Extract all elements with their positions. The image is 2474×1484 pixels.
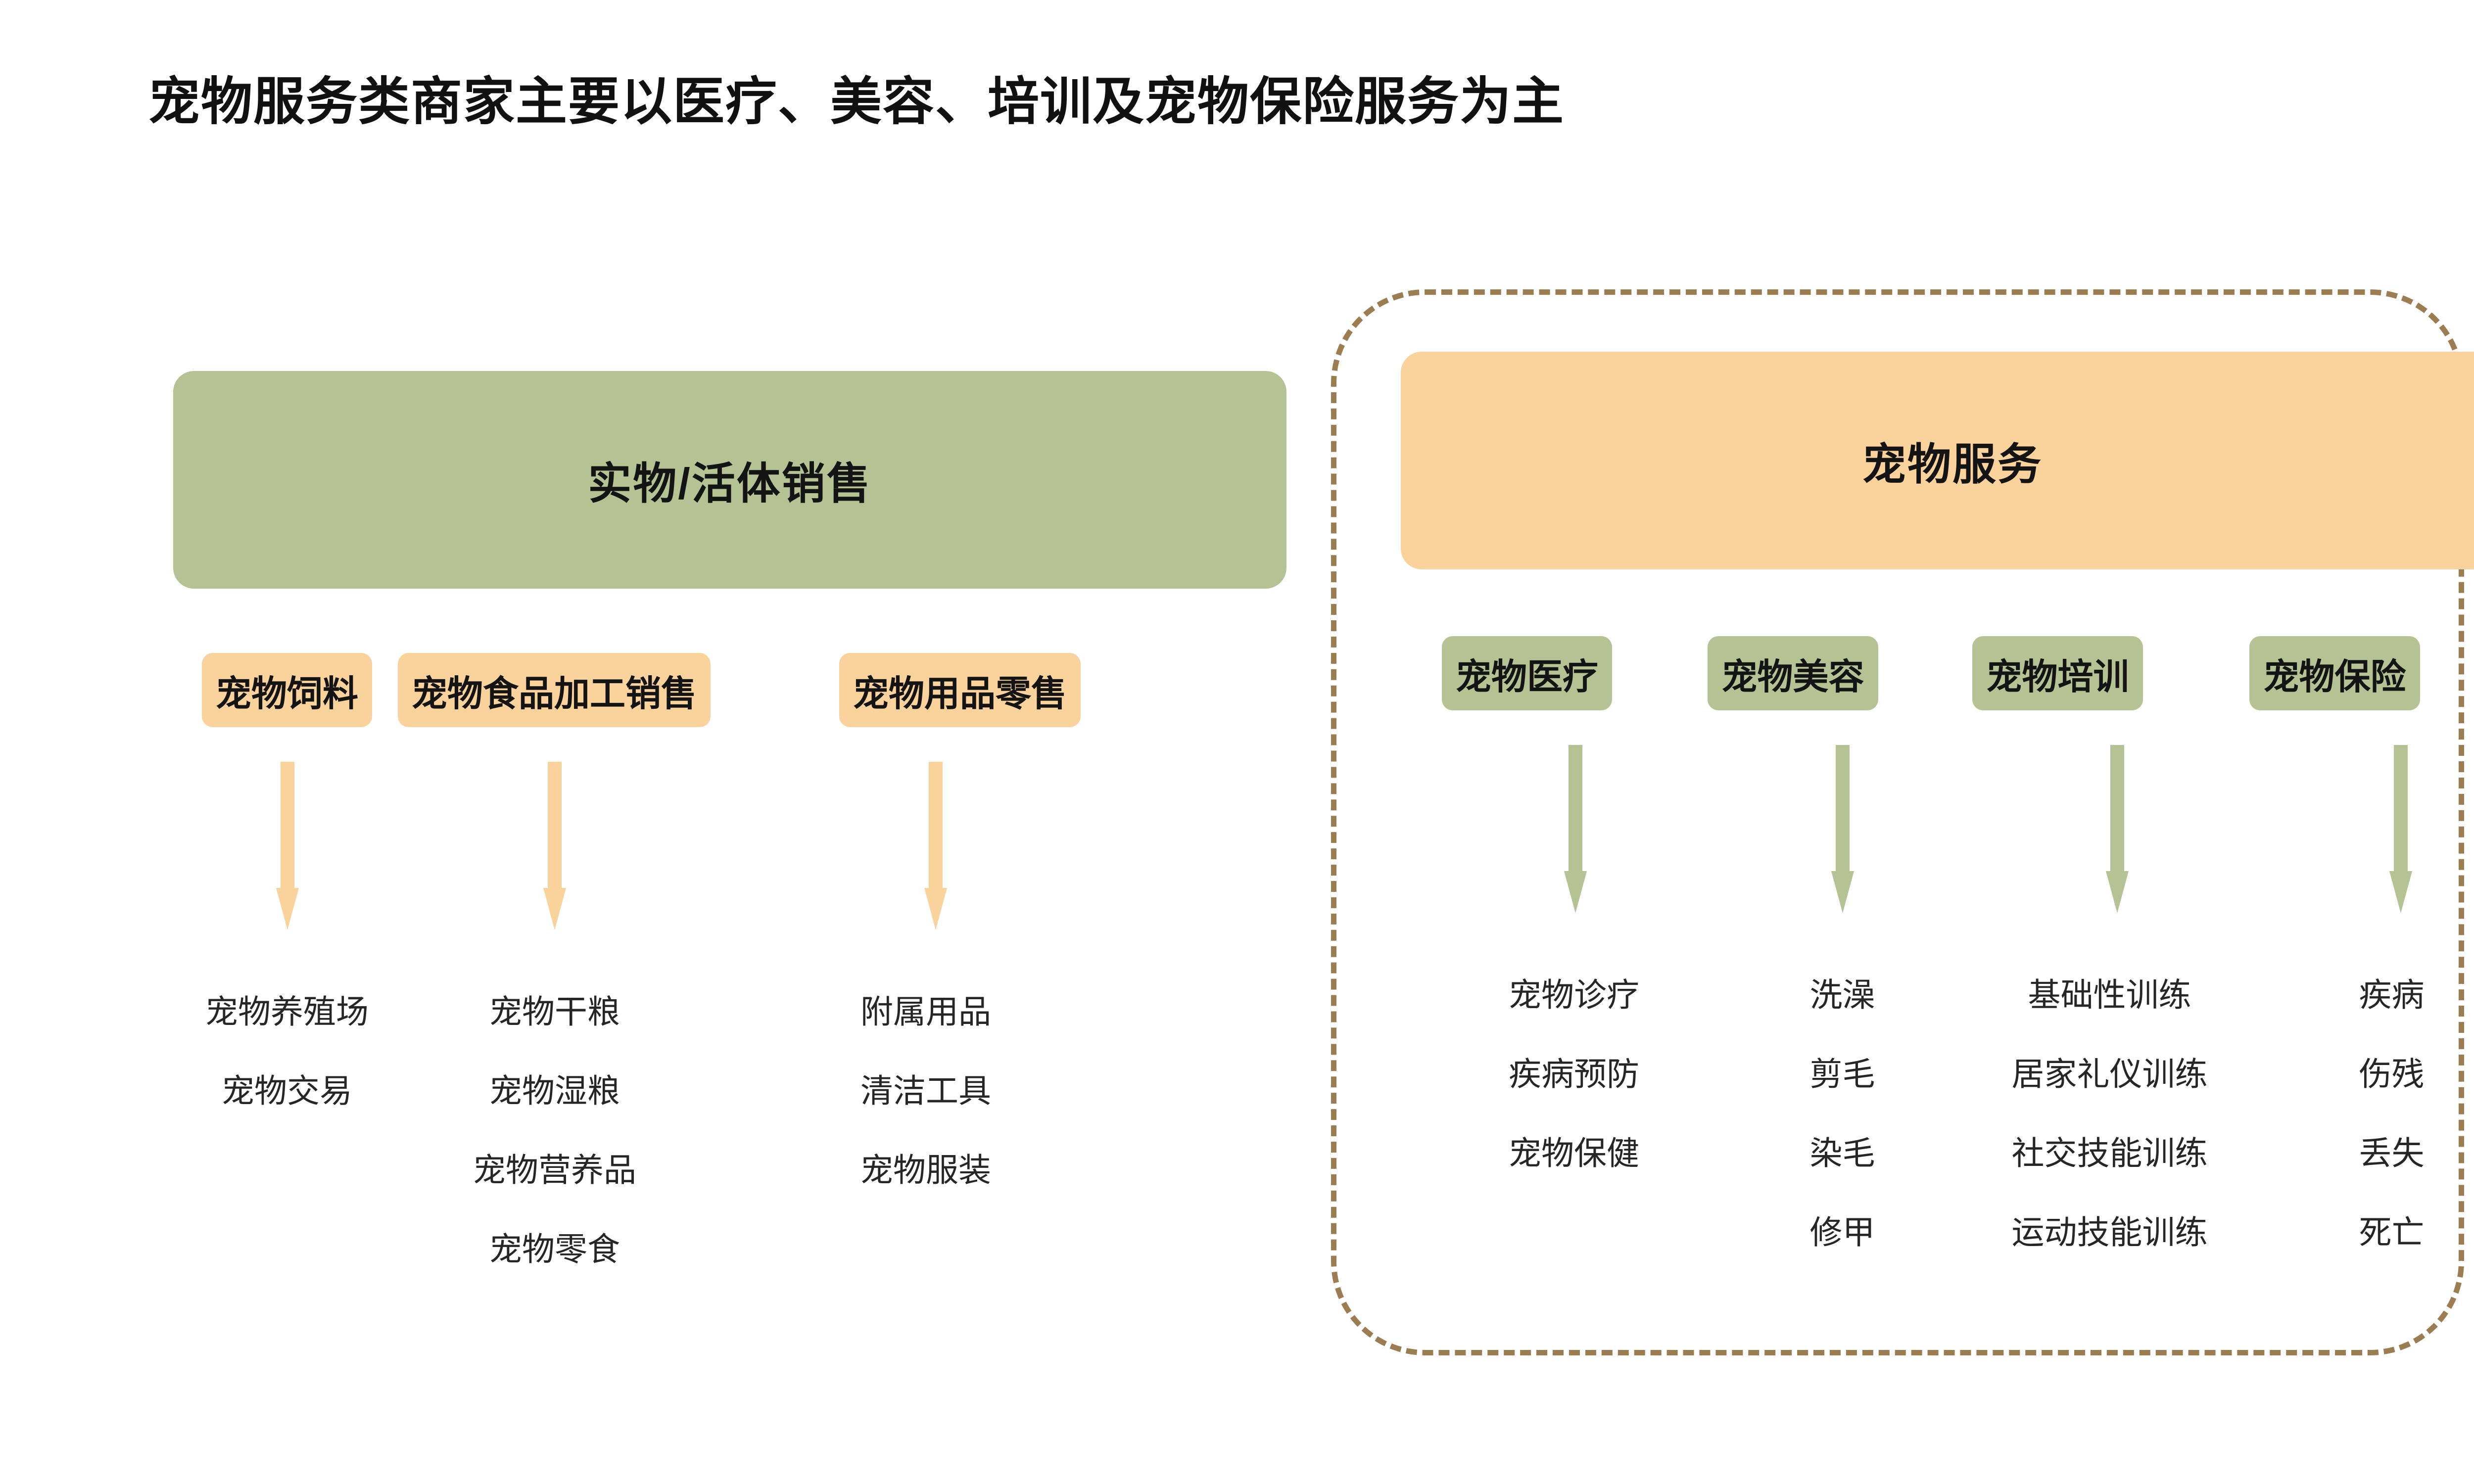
arrow-shaft (1569, 745, 1582, 875)
list-item: 宠物湿粮 (489, 1072, 620, 1109)
arrow-head (1564, 871, 1587, 913)
chip-pet-feed[interactable]: 宠物饲料 (201, 653, 372, 727)
arrow-head (543, 888, 566, 930)
page-title: 宠物服务类商家主要以医疗、美容、培训及宠物保险服务为主 (148, 73, 1565, 131)
arrow-shaft (2394, 745, 2408, 875)
arrow-down-pet-feed (276, 762, 299, 930)
arrow-head (924, 888, 947, 930)
arrow-head (276, 888, 299, 930)
chip-row-sales: 宠物饲料 宠物食品加工销售 宠物用品零售 (158, 653, 1143, 727)
list-item: 洗澡 (1809, 976, 1875, 1013)
group-service-dashed-container: 宠物服务 宠物医疗 宠物美容 宠物培训 宠物保险 宠物诊疗 疾病预防 宠物保健 (1331, 289, 2474, 1355)
item-list-pet-feed: 宠物养殖场 宠物交易 (158, 972, 416, 1130)
chip-row-service: 宠物医疗 宠物美容 宠物培训 宠物保险 (1386, 636, 2472, 710)
list-item: 清洁工具 (860, 1072, 991, 1109)
list-item: 剪毛 (1809, 1056, 1875, 1092)
section-header-service: 宠物服务 (1401, 352, 2474, 569)
item-list-pet-insurance: 疾病 伤残 丢失 死亡 (2254, 955, 2474, 1272)
list-item: 修甲 (1809, 1214, 1875, 1251)
chip-pet-supplies-retail[interactable]: 宠物用品零售 (839, 653, 1081, 727)
arrow-down-pet-food-processing (543, 762, 566, 930)
item-list-pet-medical: 宠物诊疗 疾病预防 宠物保健 (1433, 955, 1715, 1193)
item-list-pet-training: 基础性训练 居家礼仪训练 社交技能训练 运动技能训练 (1970, 955, 2249, 1272)
list-item: 疾病 (2359, 976, 2425, 1013)
chip-pet-insurance[interactable]: 宠物保险 (2249, 636, 2420, 710)
arrow-shaft (2110, 745, 2124, 875)
chip-pet-medical[interactable]: 宠物医疗 (1441, 636, 1612, 710)
list-item: 死亡 (2359, 1214, 2425, 1251)
arrow-shaft (929, 762, 943, 891)
list-item: 基础性训练 (2028, 976, 2191, 1013)
list-item: 伤残 (2359, 1056, 2425, 1092)
list-item: 宠物营养品 (473, 1152, 636, 1188)
arrow-shaft (548, 762, 562, 891)
list-item: 丢失 (2359, 1135, 2425, 1171)
list-item: 宠物养殖场 (205, 993, 369, 1030)
item-list-pet-supplies-retail: 附属用品 清洁工具 宠物服装 (777, 972, 1074, 1209)
arrow-down-pet-grooming (1831, 745, 1854, 913)
chip-pet-training[interactable]: 宠物培训 (1972, 636, 2143, 710)
list-item: 居家礼仪训练 (2011, 1056, 2208, 1092)
list-item: 附属用品 (860, 993, 991, 1030)
list-item: 宠物干粮 (489, 993, 620, 1030)
arrow-shaft (281, 762, 294, 891)
list-item: 疾病预防 (1509, 1056, 1639, 1092)
section-header-sales: 实物/活体销售 (173, 371, 1286, 589)
group-sales: 实物/活体销售 宠物饲料 宠物食品加工销售 宠物用品零售 宠物养殖场 宠物交易 … (148, 346, 1311, 1385)
arrow-down-pet-insurance (2389, 745, 2412, 913)
list-item: 宠物诊疗 (1509, 976, 1639, 1013)
arrow-down-pet-medical (1564, 745, 1587, 913)
list-item: 宠物服装 (860, 1152, 991, 1188)
list-item: 宠物零食 (489, 1231, 620, 1267)
arrow-head (2106, 871, 2129, 913)
item-list-pet-food-processing: 宠物干粮 宠物湿粮 宠物营养品 宠物零食 (416, 972, 693, 1289)
chip-pet-food-processing[interactable]: 宠物食品加工销售 (398, 653, 711, 727)
arrow-down-pet-supplies-retail (924, 762, 947, 930)
arrow-head (1831, 871, 1854, 913)
arrow-head (2389, 871, 2412, 913)
arrow-shaft (1836, 745, 1850, 875)
arrow-down-pet-training (2106, 745, 2129, 913)
chip-pet-grooming[interactable]: 宠物美容 (1708, 636, 1878, 710)
list-item: 宠物交易 (222, 1072, 352, 1109)
list-item: 社交技能训练 (2011, 1135, 2208, 1171)
item-list-pet-grooming: 洗澡 剪毛 染毛 修甲 (1717, 955, 1967, 1272)
list-item: 染毛 (1809, 1135, 1875, 1171)
list-item: 宠物保健 (1509, 1135, 1639, 1171)
list-item: 运动技能训练 (2011, 1214, 2208, 1251)
